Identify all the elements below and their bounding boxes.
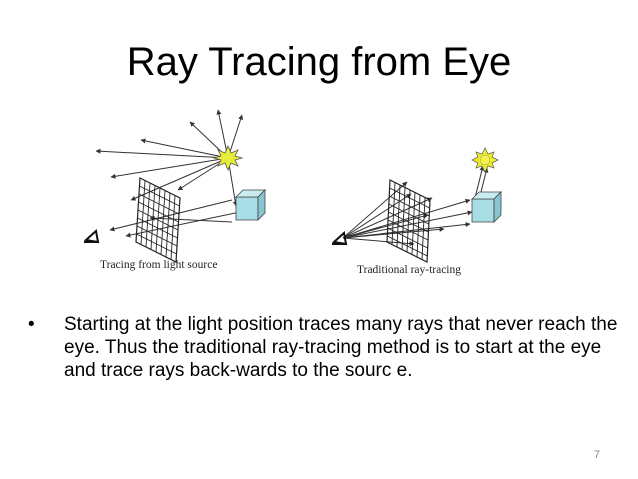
caption-tracing-from-light: Tracing from light source bbox=[100, 259, 217, 271]
slide-title: Ray Tracing from Eye bbox=[126, 40, 512, 84]
eye-left-icon bbox=[83, 229, 100, 244]
diagram-tracing-from-light: Tracing from light source bbox=[83, 109, 266, 271]
cube-side-face-right bbox=[493, 191, 502, 223]
image-plane-grid-right bbox=[386, 179, 431, 263]
light-source-left-icon bbox=[212, 144, 244, 172]
page-number: 7 bbox=[593, 449, 600, 461]
image-plane-grid-left bbox=[135, 177, 181, 263]
bullet-text: Starting at the light position traces ma… bbox=[64, 314, 618, 381]
bullet-point: • Starting at the light position traces … bbox=[28, 313, 618, 382]
caption-traditional-ray-tracing: Traditional ray-tracing bbox=[357, 264, 461, 276]
ray-tracing-figure: Tracing from light source bbox=[83, 109, 502, 276]
cube-side-face-left bbox=[257, 189, 266, 221]
diagram-traditional-ray-tracing: Traditional ray-tracing bbox=[331, 147, 502, 276]
cube-front-face-left bbox=[235, 196, 259, 221]
bullet-symbol: • bbox=[28, 314, 35, 335]
cube-object-right bbox=[471, 191, 502, 223]
light-source-right-icon bbox=[471, 147, 499, 173]
cube-front-face-right bbox=[471, 198, 495, 223]
cube-object-left bbox=[235, 189, 266, 221]
eye-right-icon bbox=[331, 231, 348, 246]
